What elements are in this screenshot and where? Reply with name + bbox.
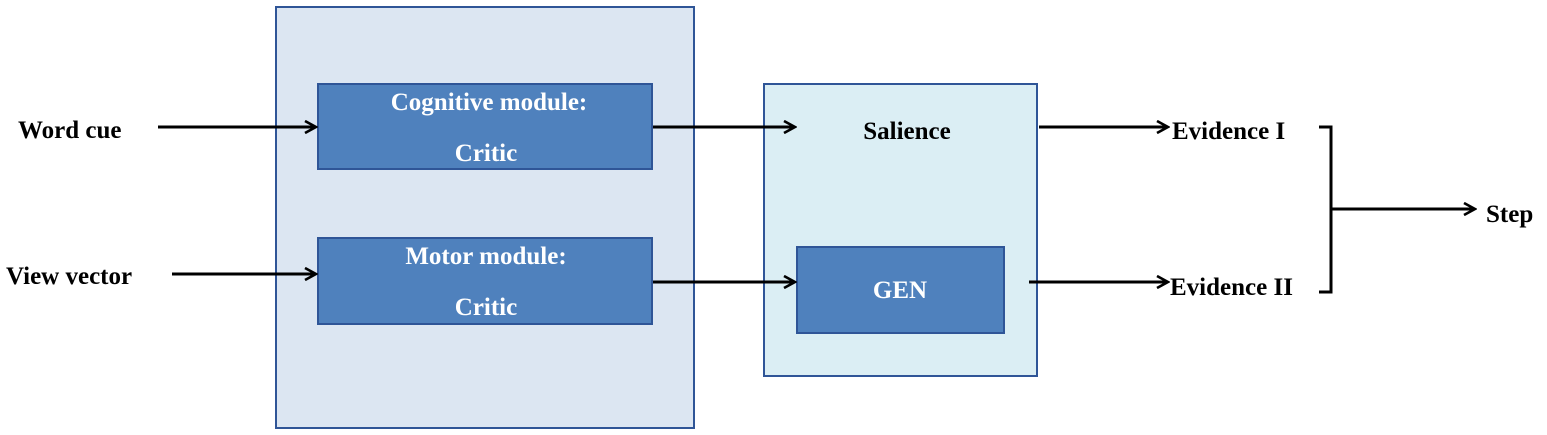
evidence-1-label: Evidence I <box>1172 118 1285 145</box>
critic-panel <box>275 6 695 429</box>
view-vector-label: View vector <box>6 263 132 290</box>
step-label: Step <box>1486 201 1533 228</box>
gen-label: GEN <box>873 277 927 304</box>
motor-module-box <box>317 237 653 325</box>
gen-box <box>796 246 1005 334</box>
word-cue-label: Word cue <box>18 117 121 144</box>
motor-module-critic: Critic <box>455 294 517 321</box>
evidence-2-label: Evidence II <box>1170 274 1293 301</box>
cognitive-module-title: Cognitive module: <box>391 89 588 116</box>
cognitive-module-box <box>317 83 653 170</box>
evidence-bracket <box>1319 125 1333 294</box>
motor-module-title: Motor module: <box>405 243 566 270</box>
cognitive-module-critic: Critic <box>455 140 517 167</box>
salience-label: Salience <box>863 118 951 145</box>
